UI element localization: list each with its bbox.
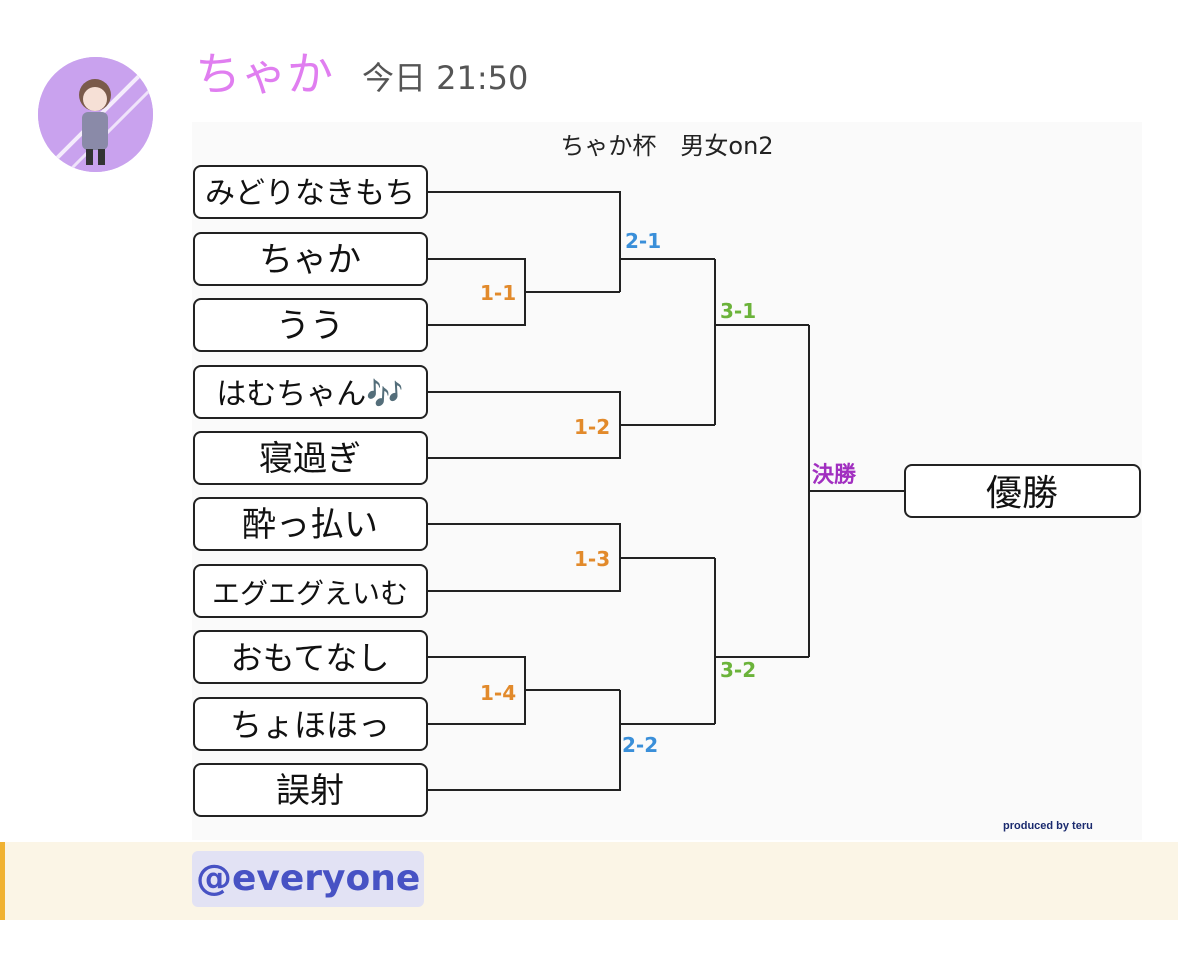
player-slot: うう xyxy=(193,298,428,352)
player-slot: エグエグえいむ xyxy=(193,564,428,618)
player-slot: 寝過ぎ xyxy=(193,431,428,485)
player-name: 誤射 xyxy=(276,771,344,811)
bracket-diagram: ちゃか杯 男女on2 みどりなきもち ちゃか うう はむちゃん🎶 寝過ぎ 酔っ払… xyxy=(193,132,1141,817)
player-name: エグエグえいむ xyxy=(212,577,408,610)
mention-highlight-row: @everyone xyxy=(0,842,1178,920)
match-label-2-1: 2-1 xyxy=(625,229,661,253)
player-name: うう xyxy=(276,306,344,346)
tournament-bracket-image[interactable]: ちゃか杯 男女on2 みどりなきもち ちゃか うう はむちゃん🎶 寝過ぎ 酔っ払… xyxy=(192,122,1142,840)
player-name: ちゃか xyxy=(259,240,361,280)
bracket-credit: produced by teru xyxy=(1003,820,1093,832)
player-name: おもてなし xyxy=(231,639,390,677)
match-label-final: 決勝 xyxy=(812,463,857,488)
player-slot: おもてなし xyxy=(193,630,428,684)
match-label-1-3: 1-3 xyxy=(574,547,610,571)
player-name: みどりなきもち xyxy=(205,176,415,211)
user-avatar[interactable] xyxy=(38,57,153,172)
mention-highlight-bar xyxy=(0,842,5,920)
champion-slot: 優勝 xyxy=(904,464,1141,518)
match-label-1-2: 1-2 xyxy=(574,415,610,439)
match-label-3-2: 3-2 xyxy=(720,658,756,682)
player-name: はむちゃん🎶 xyxy=(216,377,403,412)
match-label-1-1: 1-1 xyxy=(480,281,516,305)
player-name: 寝過ぎ xyxy=(259,439,361,479)
match-label-3-1: 3-1 xyxy=(720,299,756,323)
match-label-2-2: 2-2 xyxy=(622,733,658,757)
everyone-mention[interactable]: @everyone xyxy=(192,851,425,907)
player-name: ちょほほっ xyxy=(230,706,390,744)
avatar-illustration xyxy=(38,57,153,172)
player-slot: ちょほほっ xyxy=(193,697,428,751)
username[interactable]: ちゃか xyxy=(195,47,333,101)
message-timestamp: 今日 21:50 xyxy=(362,59,529,97)
player-slot: みどりなきもち xyxy=(193,165,428,219)
bracket-title: ちゃか杯 男女on2 xyxy=(560,132,773,160)
match-label-1-4: 1-4 xyxy=(480,681,516,705)
player-slot: ちゃか xyxy=(193,232,428,286)
bracket-lines xyxy=(427,191,905,791)
player-slot: 酔っ払い xyxy=(193,497,428,551)
champion-label: 優勝 xyxy=(986,473,1058,514)
player-slot: 誤射 xyxy=(193,763,428,817)
player-slot: はむちゃん🎶 xyxy=(193,365,428,419)
player-name: 酔っ払い xyxy=(242,505,378,545)
